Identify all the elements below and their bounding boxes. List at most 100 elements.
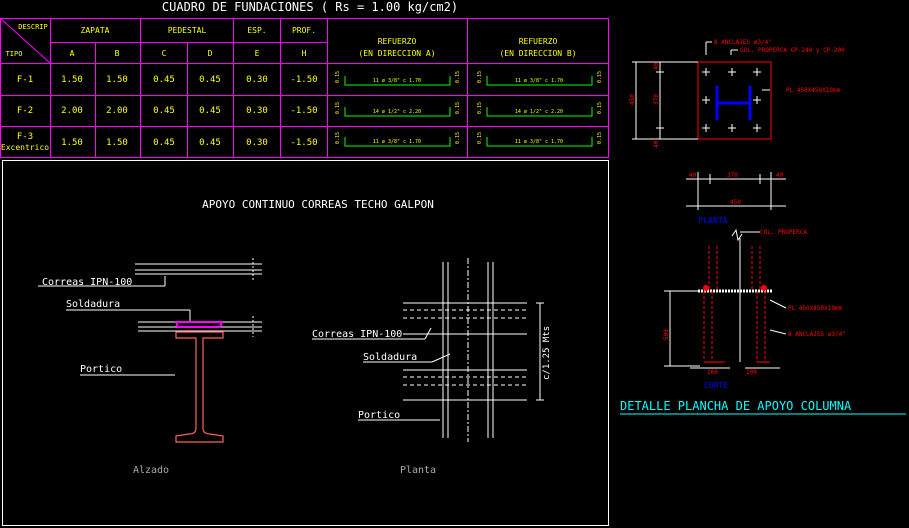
col-d-header: D bbox=[208, 49, 213, 58]
hook-label: 0.15 bbox=[455, 102, 461, 114]
plancha-corte-label: PL 450X450X19mm bbox=[788, 305, 843, 312]
detalle-title: DETALLE PLANCHA DE APOYO COLUMNA bbox=[620, 399, 852, 413]
anclajes-top-label: 8 ANCLAJES ø3/4" bbox=[714, 39, 772, 46]
row-cell: -1.50 bbox=[290, 138, 317, 148]
dim-370-h: 370 bbox=[727, 172, 738, 179]
row-cell: 1.50 bbox=[61, 75, 83, 85]
row-cell: 0.45 bbox=[199, 75, 221, 85]
col-e-header: E bbox=[255, 49, 260, 58]
rebar-label: 11 ø 3/8" c 1.70 bbox=[373, 139, 421, 145]
table-row: F-3 Excentrico 1.50 1.50 0.45 0.45 0.30 … bbox=[1, 132, 318, 152]
alzado-caption: Alzado bbox=[133, 465, 169, 476]
row-cell: 0.45 bbox=[153, 138, 175, 148]
column-section-plan bbox=[715, 86, 752, 120]
rebar-label: 14 ø 1/2" c 2.20 bbox=[373, 109, 421, 115]
dim-370-v: 370 bbox=[653, 94, 660, 105]
detalle-plancha: 8 ANCLAJES ø3/4" COL. PROPERCA CP-240 y … bbox=[620, 39, 906, 415]
apoyo-frame bbox=[2, 160, 609, 526]
table-row: F-2 2.00 2.00 0.45 0.45 0.30 -1.50 bbox=[17, 106, 318, 116]
hook-label: 0.15 bbox=[455, 71, 461, 83]
row-cell: 1.50 bbox=[106, 75, 128, 85]
row-cell: -1.50 bbox=[290, 106, 317, 116]
col-b-header: B bbox=[115, 49, 120, 58]
dim-40-right: 40 bbox=[776, 172, 784, 179]
row-cell: 2.00 bbox=[61, 106, 83, 116]
bolt-marks bbox=[702, 68, 761, 132]
row-cell: 0.30 bbox=[246, 75, 268, 85]
refuerzo-b-subheader: (EN DIRECCION B) bbox=[499, 49, 576, 58]
refuerzo-a-header: REFUERZO bbox=[378, 37, 417, 46]
row-cell: 1.50 bbox=[106, 138, 128, 148]
alzado-view: Correas IPN-100 Soldadura Portico Alzado bbox=[38, 258, 262, 476]
row-cell: 0.45 bbox=[153, 106, 175, 116]
alzado-portico-label: Portico bbox=[80, 364, 122, 375]
hook-label: 0.15 bbox=[597, 102, 603, 114]
row-cell: 1.50 bbox=[61, 138, 83, 148]
alzado-soldadura-label: Soldadura bbox=[66, 299, 120, 310]
rebar-label: 11 ø 3/8" c 1.70 bbox=[515, 78, 563, 84]
apoyo-panel: APOYO CONTINUO CORREAS TECHO GALPON Co bbox=[2, 160, 609, 526]
prof-header: PROF. bbox=[292, 26, 316, 35]
plancha-top-label: PL 450X450X19mm bbox=[786, 87, 841, 94]
col-h-header: H bbox=[302, 49, 307, 58]
pedestal-header: PEDESTAL bbox=[168, 26, 207, 35]
rebar-label: 11 ø 3/8" c 1.70 bbox=[515, 139, 563, 145]
descrip-header: DESCRIP bbox=[18, 23, 48, 31]
dim-100-b: 100 bbox=[746, 369, 757, 376]
rebar-label: 11 ø 3/8" c 1.70 bbox=[373, 78, 421, 84]
corte-view: COL. PROPERCA PL 450X450X19mm 8 ANCLAJES… bbox=[663, 228, 846, 390]
dim-40-a: 40 bbox=[653, 62, 660, 70]
rebar-sketches bbox=[344, 76, 593, 147]
row-tipo: F-1 bbox=[17, 75, 33, 85]
row-cell: 0.45 bbox=[199, 106, 221, 116]
table-row: F-1 1.50 1.50 0.45 0.45 0.30 -1.50 bbox=[17, 75, 318, 85]
tipo-header: TIPO bbox=[6, 50, 23, 58]
row-tipo: F-2 bbox=[17, 106, 33, 116]
row-cell: 0.30 bbox=[246, 138, 268, 148]
row-cell: 0.45 bbox=[199, 138, 221, 148]
hook-label: 0.15 bbox=[597, 71, 603, 83]
rebar-label: 14 ø 1/2" c 2.20 bbox=[515, 109, 563, 115]
planta-caption: Planta bbox=[400, 465, 436, 476]
row-cell: 2.00 bbox=[106, 106, 128, 116]
weld-bead bbox=[174, 321, 224, 328]
hook-label: 0.15 bbox=[335, 102, 341, 114]
apoyo-title: APOYO CONTINUO CORREAS TECHO GALPON bbox=[202, 198, 434, 211]
refuerzo-b-header: REFUERZO bbox=[519, 37, 558, 46]
col-a-header: A bbox=[70, 49, 75, 58]
hook-label: 0.15 bbox=[597, 132, 603, 144]
dim-500: 500 bbox=[663, 329, 670, 340]
table-grid bbox=[0, 17, 609, 158]
row-tipo: F-3 bbox=[17, 132, 33, 142]
row-cell: 0.45 bbox=[153, 75, 175, 85]
hook-label: 0.15 bbox=[335, 132, 341, 144]
esp-header: ESP. bbox=[247, 26, 266, 35]
planta-spacing-label: c/1.25 Mts bbox=[542, 326, 552, 380]
dim-450-h: 450 bbox=[730, 199, 741, 206]
planta-portico-label: Portico bbox=[358, 410, 400, 421]
corte-label: CORTE bbox=[704, 381, 728, 390]
hook-label: 0.15 bbox=[335, 71, 341, 83]
planta-correas-label: Correas IPN-100 bbox=[312, 329, 402, 340]
col-properca-label: COL. PROPERCA bbox=[760, 229, 807, 236]
row-cell: 0.30 bbox=[246, 106, 268, 116]
zapata-header: ZAPATA bbox=[81, 26, 110, 35]
planta-soldadura-label: Soldadura bbox=[363, 352, 417, 363]
ipn-profile bbox=[175, 331, 224, 443]
dim-450-v: 450 bbox=[629, 94, 636, 105]
fund-title: CUADRO DE FUNDACIONES ( Rs = 1.00 kg/cm2… bbox=[162, 0, 458, 14]
col-c-header: C bbox=[162, 49, 167, 58]
refuerzo-a-subheader: (EN DIRECCION A) bbox=[358, 49, 435, 58]
row-cell: -1.50 bbox=[290, 75, 317, 85]
fundaciones-table: CUADRO DE FUNDACIONES ( Rs = 1.00 kg/cm2… bbox=[0, 0, 609, 158]
dim-100-a: 100 bbox=[707, 369, 718, 376]
anclajes-corte-label: 8 ANCLAJES ø3/4" bbox=[788, 331, 846, 338]
alzado-correas-label: Correas IPN-100 bbox=[42, 277, 132, 288]
planta-label: PLANTA bbox=[699, 216, 728, 225]
dim-40-b: 40 bbox=[653, 140, 660, 148]
hook-label: 0.15 bbox=[477, 132, 483, 144]
plate-plan bbox=[697, 61, 772, 140]
hook-label: 0.15 bbox=[477, 102, 483, 114]
hook-label: 0.15 bbox=[477, 71, 483, 83]
